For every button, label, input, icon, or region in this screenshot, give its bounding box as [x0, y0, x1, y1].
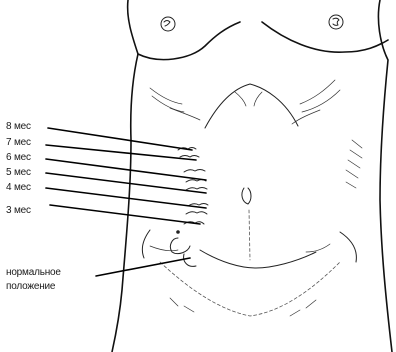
label-8mes: 8 мес — [6, 121, 31, 132]
leader-lines — [46, 128, 206, 276]
label-4mes: 4 мес — [6, 182, 31, 193]
leader-line-4mes — [46, 188, 206, 208]
leader-line-3mes — [50, 205, 200, 224]
label-7mes: 7 мес — [6, 137, 31, 148]
label-3mes: 3 мес — [6, 205, 31, 216]
label-5mes: 5 мес — [6, 167, 31, 178]
leader-line-normal — [96, 258, 190, 276]
label-normal-line2: положение — [6, 281, 55, 292]
torso-contours — [142, 80, 362, 316]
right-nipple-icon — [329, 15, 343, 29]
torso-outline — [112, 0, 392, 352]
left-nipple-icon — [161, 17, 175, 31]
leader-line-5mes — [46, 173, 206, 193]
leader-line-6mes — [46, 159, 206, 180]
label-6mes: 6 мес — [6, 152, 31, 163]
label-normal-line1: нормальное — [6, 267, 61, 278]
